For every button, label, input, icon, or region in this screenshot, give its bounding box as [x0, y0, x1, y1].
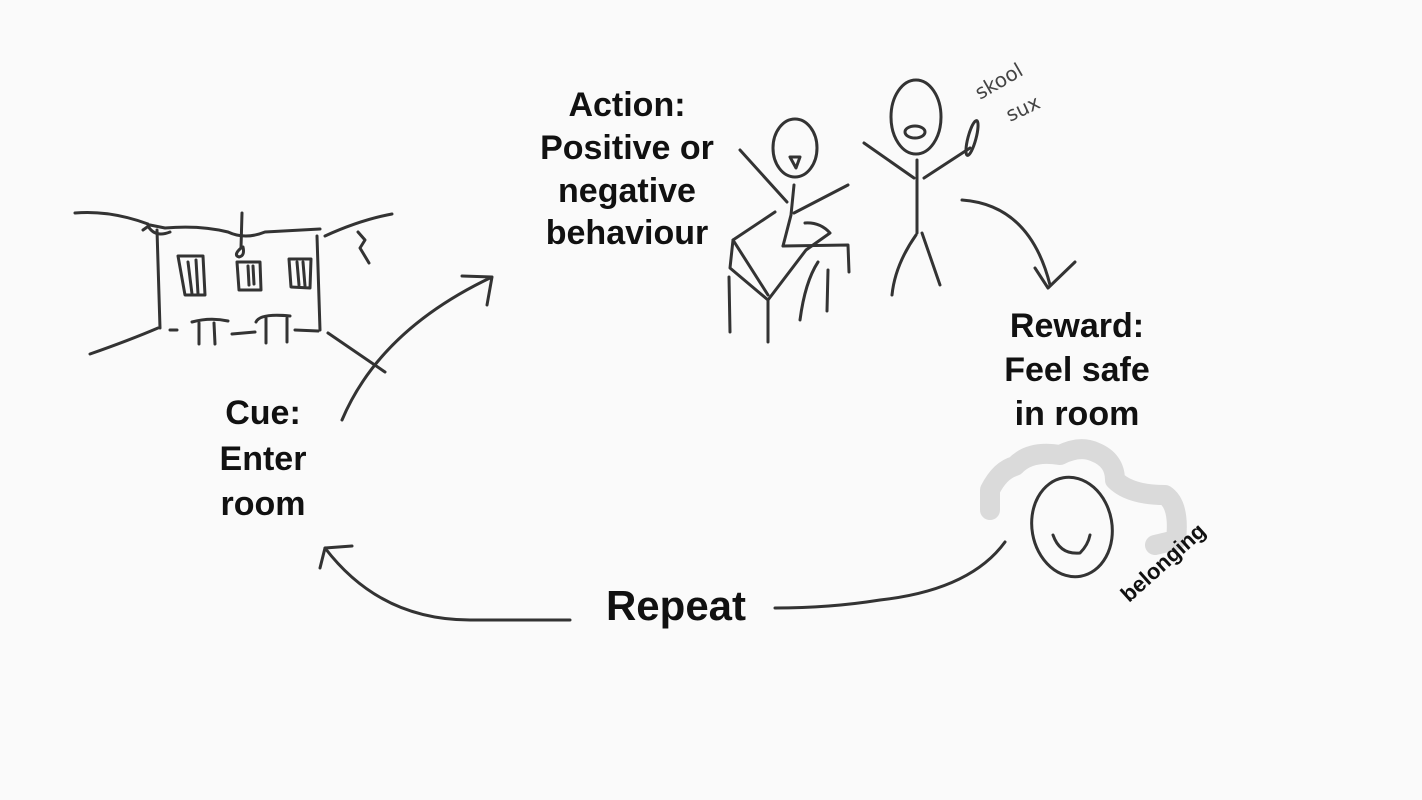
- speech-text-line-2: sux: [1002, 90, 1044, 127]
- cue-label: Cue: Enter room: [220, 394, 307, 523]
- belonging-label: belonging: [1116, 518, 1211, 607]
- loop-arrows: [318, 198, 1077, 622]
- arrow-reward-to-repeat: [773, 540, 1007, 610]
- arrow-cue-to-action: [340, 274, 494, 422]
- reward-label: Reward: Feel safe in room: [1004, 307, 1150, 433]
- reward-label-line: Reward:: [1010, 307, 1144, 345]
- action-label-line: behaviour: [546, 214, 708, 252]
- action-label-line: Action:: [568, 86, 685, 124]
- action-label-line: negative: [558, 172, 696, 210]
- action-label: Action: Positive or negative behaviour: [540, 86, 714, 252]
- hair-highlight: [980, 439, 1187, 555]
- classroom-sketch: [73, 211, 394, 374]
- repeat-label: Repeat: [606, 582, 746, 629]
- smiling-face-sketch: [1030, 475, 1114, 579]
- action-label-line: Positive or: [540, 129, 714, 167]
- cue-label-line: room: [221, 485, 306, 523]
- sitting-student-sketch: [727, 117, 851, 344]
- cue-label-line: Cue:: [225, 394, 301, 432]
- arrow-action-to-reward: [960, 198, 1077, 290]
- reward-label-line: Feel safe: [1004, 351, 1150, 389]
- cue-label-line: Enter: [220, 440, 307, 478]
- arrow-repeat-to-cue: [318, 544, 572, 622]
- reward-label-line: in room: [1015, 395, 1140, 433]
- standing-student-sketch: [862, 78, 980, 297]
